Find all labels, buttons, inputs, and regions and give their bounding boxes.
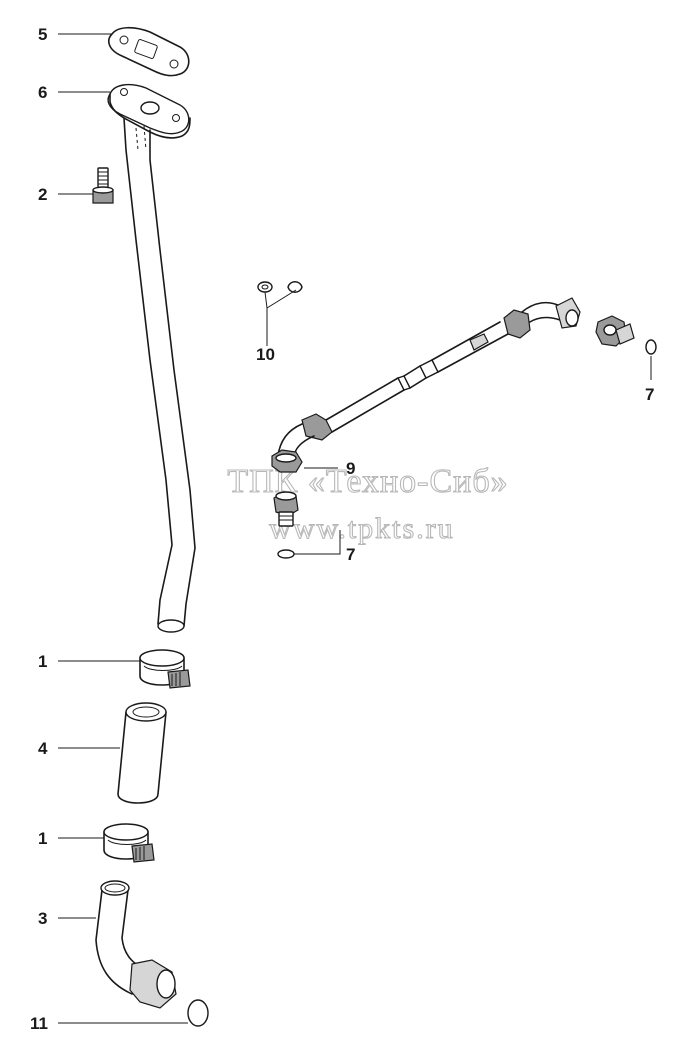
callout-9: 9 xyxy=(346,459,355,478)
part-4-sleeve xyxy=(117,702,167,804)
part-1-clamp-lower xyxy=(103,823,155,863)
drain-pipe xyxy=(123,117,196,633)
callout-6: 6 xyxy=(38,83,47,102)
callout-11: 11 xyxy=(30,1014,48,1033)
watermark-url: www.tpkts.ru xyxy=(269,512,454,545)
callout-1-lower: 1 xyxy=(38,829,47,848)
callout-1-upper: 1 xyxy=(38,652,47,671)
callout-7-right: 7 xyxy=(645,385,654,404)
callout-5: 5 xyxy=(38,25,47,44)
part-1-clamp-upper xyxy=(139,649,191,689)
part-7-oring-right xyxy=(645,339,657,355)
callout-7-lower: 7 xyxy=(346,545,355,564)
part-6-flange xyxy=(107,83,191,139)
part-10-washers xyxy=(257,281,303,293)
callout-3: 3 xyxy=(38,909,47,928)
part-2-bolt xyxy=(92,167,114,204)
part-7-oring-lower xyxy=(277,549,295,559)
adapter-fitting xyxy=(273,491,299,527)
leader-lines xyxy=(58,33,652,1024)
watermark-company: ТПК «Техно-Сиб» xyxy=(227,463,508,500)
callout-4: 4 xyxy=(38,739,48,758)
oil-feed-hose xyxy=(271,297,581,473)
part-3-elbow xyxy=(95,880,177,1009)
fitting-right xyxy=(595,315,635,347)
part-11-oring xyxy=(187,999,209,1027)
part-5-gasket xyxy=(108,26,190,77)
callout-2: 2 xyxy=(38,185,47,204)
callout-10: 10 xyxy=(256,345,275,364)
